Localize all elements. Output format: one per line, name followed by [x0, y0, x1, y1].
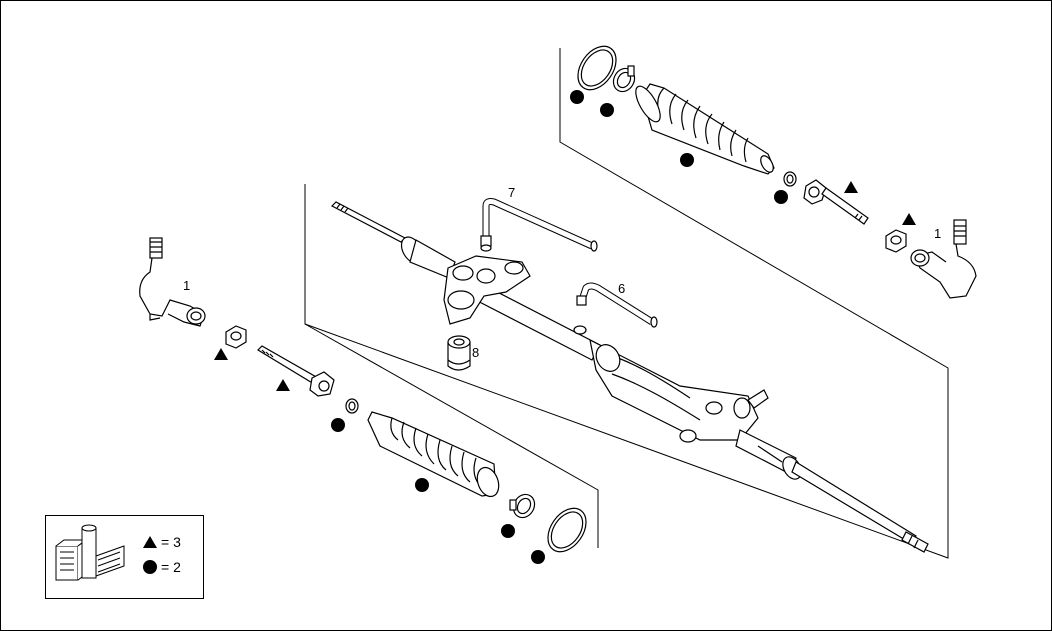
triangle-marker-icon [844, 181, 858, 193]
circle-marker-icon [531, 550, 545, 564]
seal-ring-right [577, 45, 617, 91]
circle-marker-icon [600, 103, 614, 117]
circle-marker-icon [570, 90, 584, 104]
legend-circle-text: = 2 [161, 559, 181, 575]
circle-marker-icon [680, 153, 694, 167]
lock-nut-left [225, 325, 247, 349]
kit-box-icon [55, 524, 125, 581]
triangle-marker-icon [902, 213, 916, 225]
callout-pipe-lower: 6 [618, 281, 625, 296]
bellow-boot-right [635, 83, 775, 175]
circle-markers [331, 90, 788, 564]
callout-tie-rod-end-right: 1 [934, 226, 941, 241]
triangle-marker-icon [276, 379, 290, 391]
clamp-right [612, 65, 636, 93]
triangle-marker-icon [214, 348, 228, 360]
lock-nut-right [885, 229, 907, 253]
callout-pipe-upper: 7 [508, 185, 515, 200]
clamp-left [509, 493, 536, 519]
group-outline-lower [304, 323, 599, 548]
group-outline-upper [304, 48, 949, 559]
circle-marker-icon [774, 190, 788, 204]
bellow-boot-left [367, 411, 500, 498]
circle-marker-icon [415, 478, 429, 492]
clip-right-small [783, 171, 797, 187]
inner-tie-rod-left [257, 345, 335, 397]
tie-rod-end-left [139, 237, 206, 327]
triangle-markers [214, 181, 916, 391]
inner-tie-rod-right [803, 179, 869, 225]
circle-marker-icon [331, 418, 345, 432]
legend-triangle-text: = 3 [161, 534, 181, 550]
mounting-bush [447, 335, 471, 371]
legend-box: = 3 = 2 [45, 515, 204, 599]
seal-ring-left [547, 507, 587, 553]
legend-circle-icon [143, 560, 157, 574]
steering-rack [330, 201, 929, 553]
tie-rod-end-right [910, 219, 977, 299]
pipe-lower [576, 282, 658, 328]
legend-triangle-icon [143, 536, 157, 548]
pipe-upper [480, 198, 598, 252]
callout-tie-rod-end-left: 1 [183, 278, 190, 293]
callout-bush: 8 [472, 345, 479, 360]
circle-marker-icon [501, 524, 515, 538]
clip-left-small [345, 398, 359, 414]
